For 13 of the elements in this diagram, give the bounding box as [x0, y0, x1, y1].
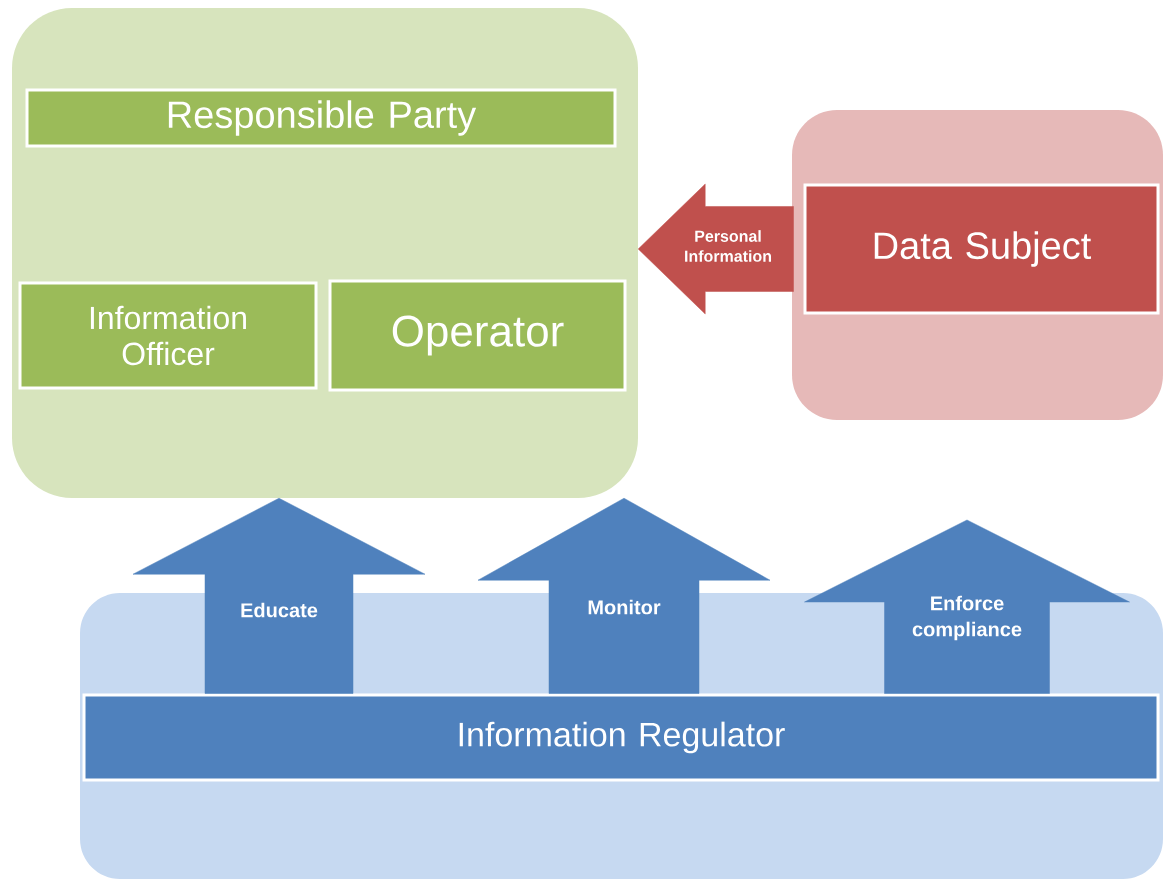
block-arrow	[477, 497, 771, 694]
block-arrow	[132, 497, 426, 694]
arrow-label: Enforce compliance	[912, 595, 1022, 641]
block-arrow	[637, 183, 794, 315]
arrow-label: Educate	[241, 602, 318, 618]
process-box: Information Officer	[18, 281, 318, 390]
title-bar: Information Regulator	[82, 693, 1160, 782]
arrow-label: Personal Information	[685, 230, 771, 262]
process-box: Operator	[328, 279, 627, 392]
process-box: Data Subject	[803, 183, 1160, 315]
title-bar: Responsible Party	[25, 88, 617, 148]
arrow-label: Monitor	[588, 599, 661, 615]
block-arrow	[804, 519, 1130, 694]
